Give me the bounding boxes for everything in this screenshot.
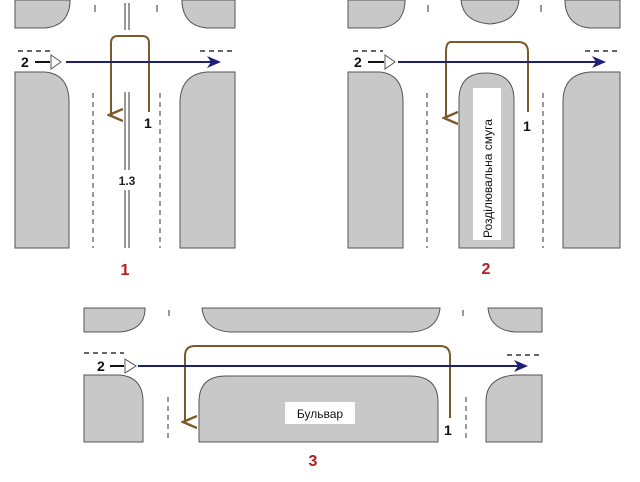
vehicle-2-label: 2 [354, 54, 362, 70]
diagram-3: Бульвар 1 2 3 [83, 307, 543, 470]
block-bottom-left [14, 71, 70, 249]
vehicle-1-label: 1 [444, 422, 452, 438]
diagram-caption: 3 [309, 453, 318, 470]
vehicle-1-label: 1 [144, 115, 152, 131]
vehicle-2-marker [50, 54, 62, 70]
vehicle-1-label: 1 [523, 118, 531, 134]
block-top-right [181, 0, 236, 29]
block-bottom-right [179, 71, 236, 249]
vehicle-1-uturn-path [446, 41, 529, 118]
vehicle-1-uturn-path [111, 35, 150, 115]
vehicle-2-label: 2 [21, 54, 29, 70]
marking-label: 1.3 [119, 174, 136, 188]
vehicle-2-label: 2 [97, 358, 105, 374]
median-label: Розділювальна смуга [481, 119, 495, 238]
diagram-1: 1.3 1 2 1 [14, 0, 236, 279]
diagram-caption: 1 [121, 262, 130, 279]
vehicle-1-uturn-path [185, 345, 451, 422]
diagram-2: Розділювальна смуга 1 2 2 [347, 0, 621, 278]
block-top-left [14, 0, 71, 29]
diagram-caption: 2 [482, 261, 491, 278]
median-label: Бульвар [297, 407, 344, 421]
